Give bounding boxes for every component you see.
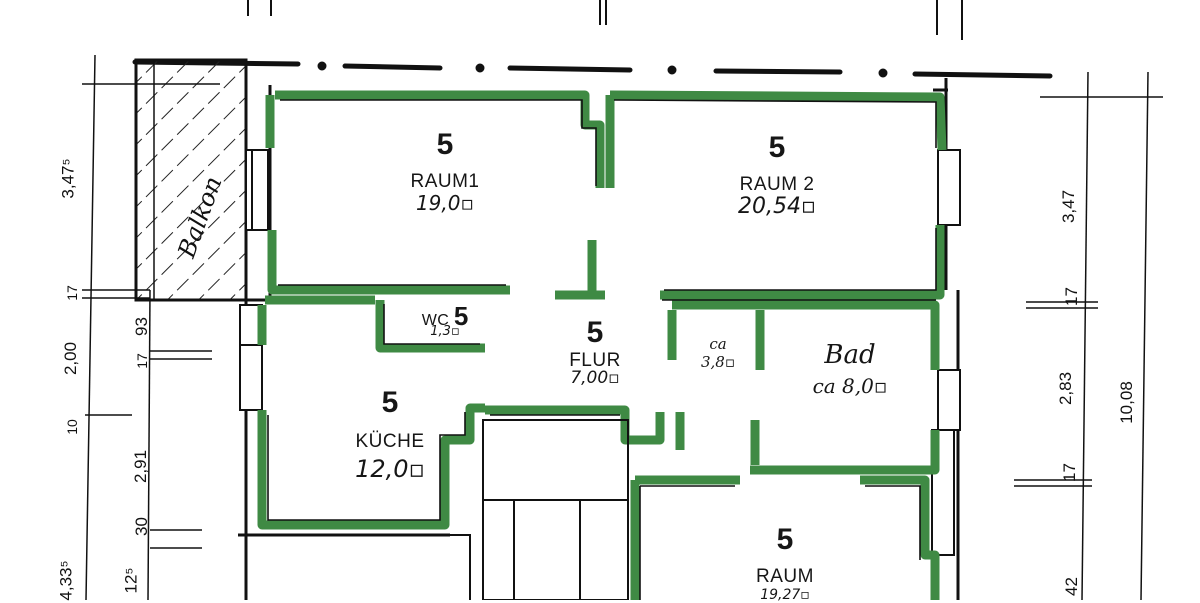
room-number: 5 [586, 316, 604, 349]
room-raum2: 5 RAUM 2 20,54▫ [712, 133, 842, 218]
room-name: RAUM 2 [739, 174, 815, 195]
dim-right-inner-4: 42 [1061, 577, 1081, 596]
dimension-lines [82, 54, 1163, 600]
dim-right-inner-0: 3,47 [1059, 189, 1079, 224]
dim-right-inner-3: 17 [1059, 463, 1079, 482]
dim-right-inner-2: 2,83 [1056, 371, 1076, 406]
room-name: WC [421, 312, 450, 329]
room-raum1: 5 RAUM1 19,0▫ [380, 128, 510, 215]
dim-left-inner-3: 30 [131, 517, 151, 536]
room-area: 7,00▫ [570, 368, 620, 388]
dim-left-outer-3: 10 [63, 419, 80, 435]
dim-left-inner-4: 12⁵ [121, 567, 141, 594]
room-storage: ca 3,8▫ [690, 335, 755, 371]
dim-left-outer-1: 17 [63, 285, 80, 301]
stairwell [445, 419, 629, 600]
room-name: KÜCHE [355, 431, 425, 452]
room-area: ca 8,0▫ [812, 374, 888, 398]
windows-left [239, 149, 269, 411]
room-area: 20,54▫ [738, 194, 816, 219]
room-raum3: 5 RAUM 19,27▫ [740, 523, 830, 603]
room-number: 5 [768, 131, 786, 164]
room-number: 5 [381, 386, 399, 419]
dim-left-outer-2: 2,00 [61, 341, 81, 376]
room-name: FLUR [569, 350, 621, 371]
property-line [132, 59, 1053, 79]
room-name: RAUM1 [410, 171, 480, 192]
room-flur: 5 FLUR 7,00▫ [550, 318, 640, 387]
room-number: 5 [776, 523, 794, 556]
dim-right-inner-1: 17 [1061, 287, 1081, 306]
room-name: Bad [824, 340, 876, 370]
dim-right-outer-0: 10,08 [1116, 381, 1136, 424]
room-area: ca 3,8▫ [700, 335, 736, 371]
room-kueche: 5 KÜCHE 12,0▫ [330, 386, 450, 483]
room-area: 1,3▫ [430, 324, 460, 339]
room-area: 19,27▫ [760, 587, 810, 603]
dim-left-outer-4: 4,33⁵ [56, 560, 76, 601]
dim-left-outer-0: 3,47⁵ [58, 158, 78, 199]
dim-left-inner-0: 93 [131, 317, 151, 336]
room-number: 5 [453, 301, 469, 331]
room-bad: Bad ca 8,0▫ [790, 342, 910, 396]
room-wc: WC 5 1,3▫ [405, 303, 485, 338]
top-stubs [247, 0, 963, 40]
balcony [134, 58, 248, 302]
dim-left-inner-2: 2,91 [131, 449, 151, 484]
room-number: 5 [436, 128, 454, 161]
interior-walls [257, 90, 947, 600]
interior-wall-outlines [267, 99, 937, 600]
room-name: RAUM [756, 566, 814, 587]
dim-left-inner-1: 17 [133, 353, 150, 369]
room-area: 12,0▫ [355, 455, 425, 483]
room-area: 19,0▫ [415, 191, 475, 215]
